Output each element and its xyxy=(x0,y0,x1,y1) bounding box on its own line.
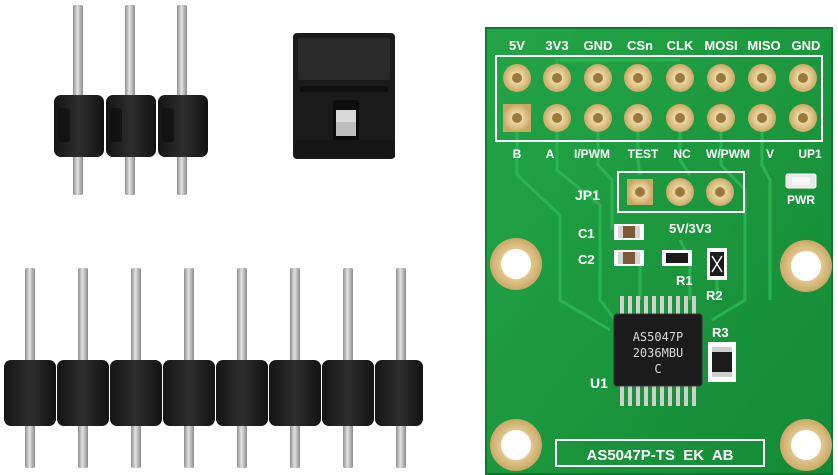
pin-label-up1: UP1 xyxy=(798,147,822,161)
pin-label-mosi: MOSI xyxy=(704,38,737,53)
jumper-cap xyxy=(293,33,395,159)
resistor-r3 xyxy=(708,342,736,382)
pwr-label: PWR xyxy=(787,193,815,207)
pin-label-3v3: 3V3 xyxy=(545,38,568,53)
pin-label-v: V xyxy=(766,147,774,161)
capacitor-c2 xyxy=(614,250,644,266)
chip-marking-line3: C xyxy=(654,362,661,376)
pin-label-nc: NC xyxy=(673,147,691,161)
header-outline xyxy=(495,55,823,142)
c1-label: C1 xyxy=(578,226,595,241)
as5047p-chip: AS5047P 2036MBU C xyxy=(613,296,703,406)
eight-pin-header xyxy=(4,268,423,468)
resistor-r1-pad xyxy=(662,250,692,266)
pin-label-ipwm: I/PWM xyxy=(574,147,610,161)
voltage-label: 5V/3V3 xyxy=(669,221,712,236)
pin-label-5v: 5V xyxy=(509,38,525,53)
pin-label-b: B xyxy=(513,147,522,161)
pin-label-miso: MISO xyxy=(747,38,780,53)
resistor-r2 xyxy=(707,248,727,280)
pin-label-gnd: GND xyxy=(584,38,613,53)
capacitor-c1 xyxy=(614,224,644,240)
jp1-label: JP1 xyxy=(575,187,600,203)
r1-label: R1 xyxy=(676,273,693,288)
r3-label: R3 xyxy=(712,325,729,340)
pin-label-wpwm: W/PWM xyxy=(706,147,750,161)
c2-label: C2 xyxy=(578,252,595,267)
pin-label-a: A xyxy=(546,147,555,161)
r2-label: R2 xyxy=(706,288,723,303)
header-blocks xyxy=(4,360,423,426)
board-title: AS5047P-TS EK AB xyxy=(587,447,734,464)
pin-label-clk: CLK xyxy=(667,38,694,53)
top-pad-row xyxy=(503,64,817,92)
bottom-pin-labels: B A I/PWM TEST NC W/PWM V UP1 xyxy=(513,147,822,161)
pin-label-test: TEST xyxy=(628,147,659,161)
u1-label: U1 xyxy=(590,375,608,391)
pcb-board: 5V 3V3 GND CSn CLK MOSI MISO GND B A I/P… xyxy=(485,27,833,475)
bottom-pad-row xyxy=(503,104,817,132)
chip-marking-line2: 2036MBU xyxy=(633,346,684,360)
three-pin-header xyxy=(54,5,208,195)
board-title-box: AS5047P-TS EK AB xyxy=(555,439,765,467)
pin-label-gnd-2: GND xyxy=(792,38,821,53)
chip-marking-line1: AS5047P xyxy=(633,330,684,344)
pin-label-csn: CSn xyxy=(627,38,653,53)
mounting-holes xyxy=(490,238,832,471)
pwr-led xyxy=(785,173,817,189)
jp1-jumper-pads xyxy=(617,171,745,213)
top-pin-labels: 5V 3V3 GND CSn CLK MOSI MISO GND xyxy=(509,38,820,53)
